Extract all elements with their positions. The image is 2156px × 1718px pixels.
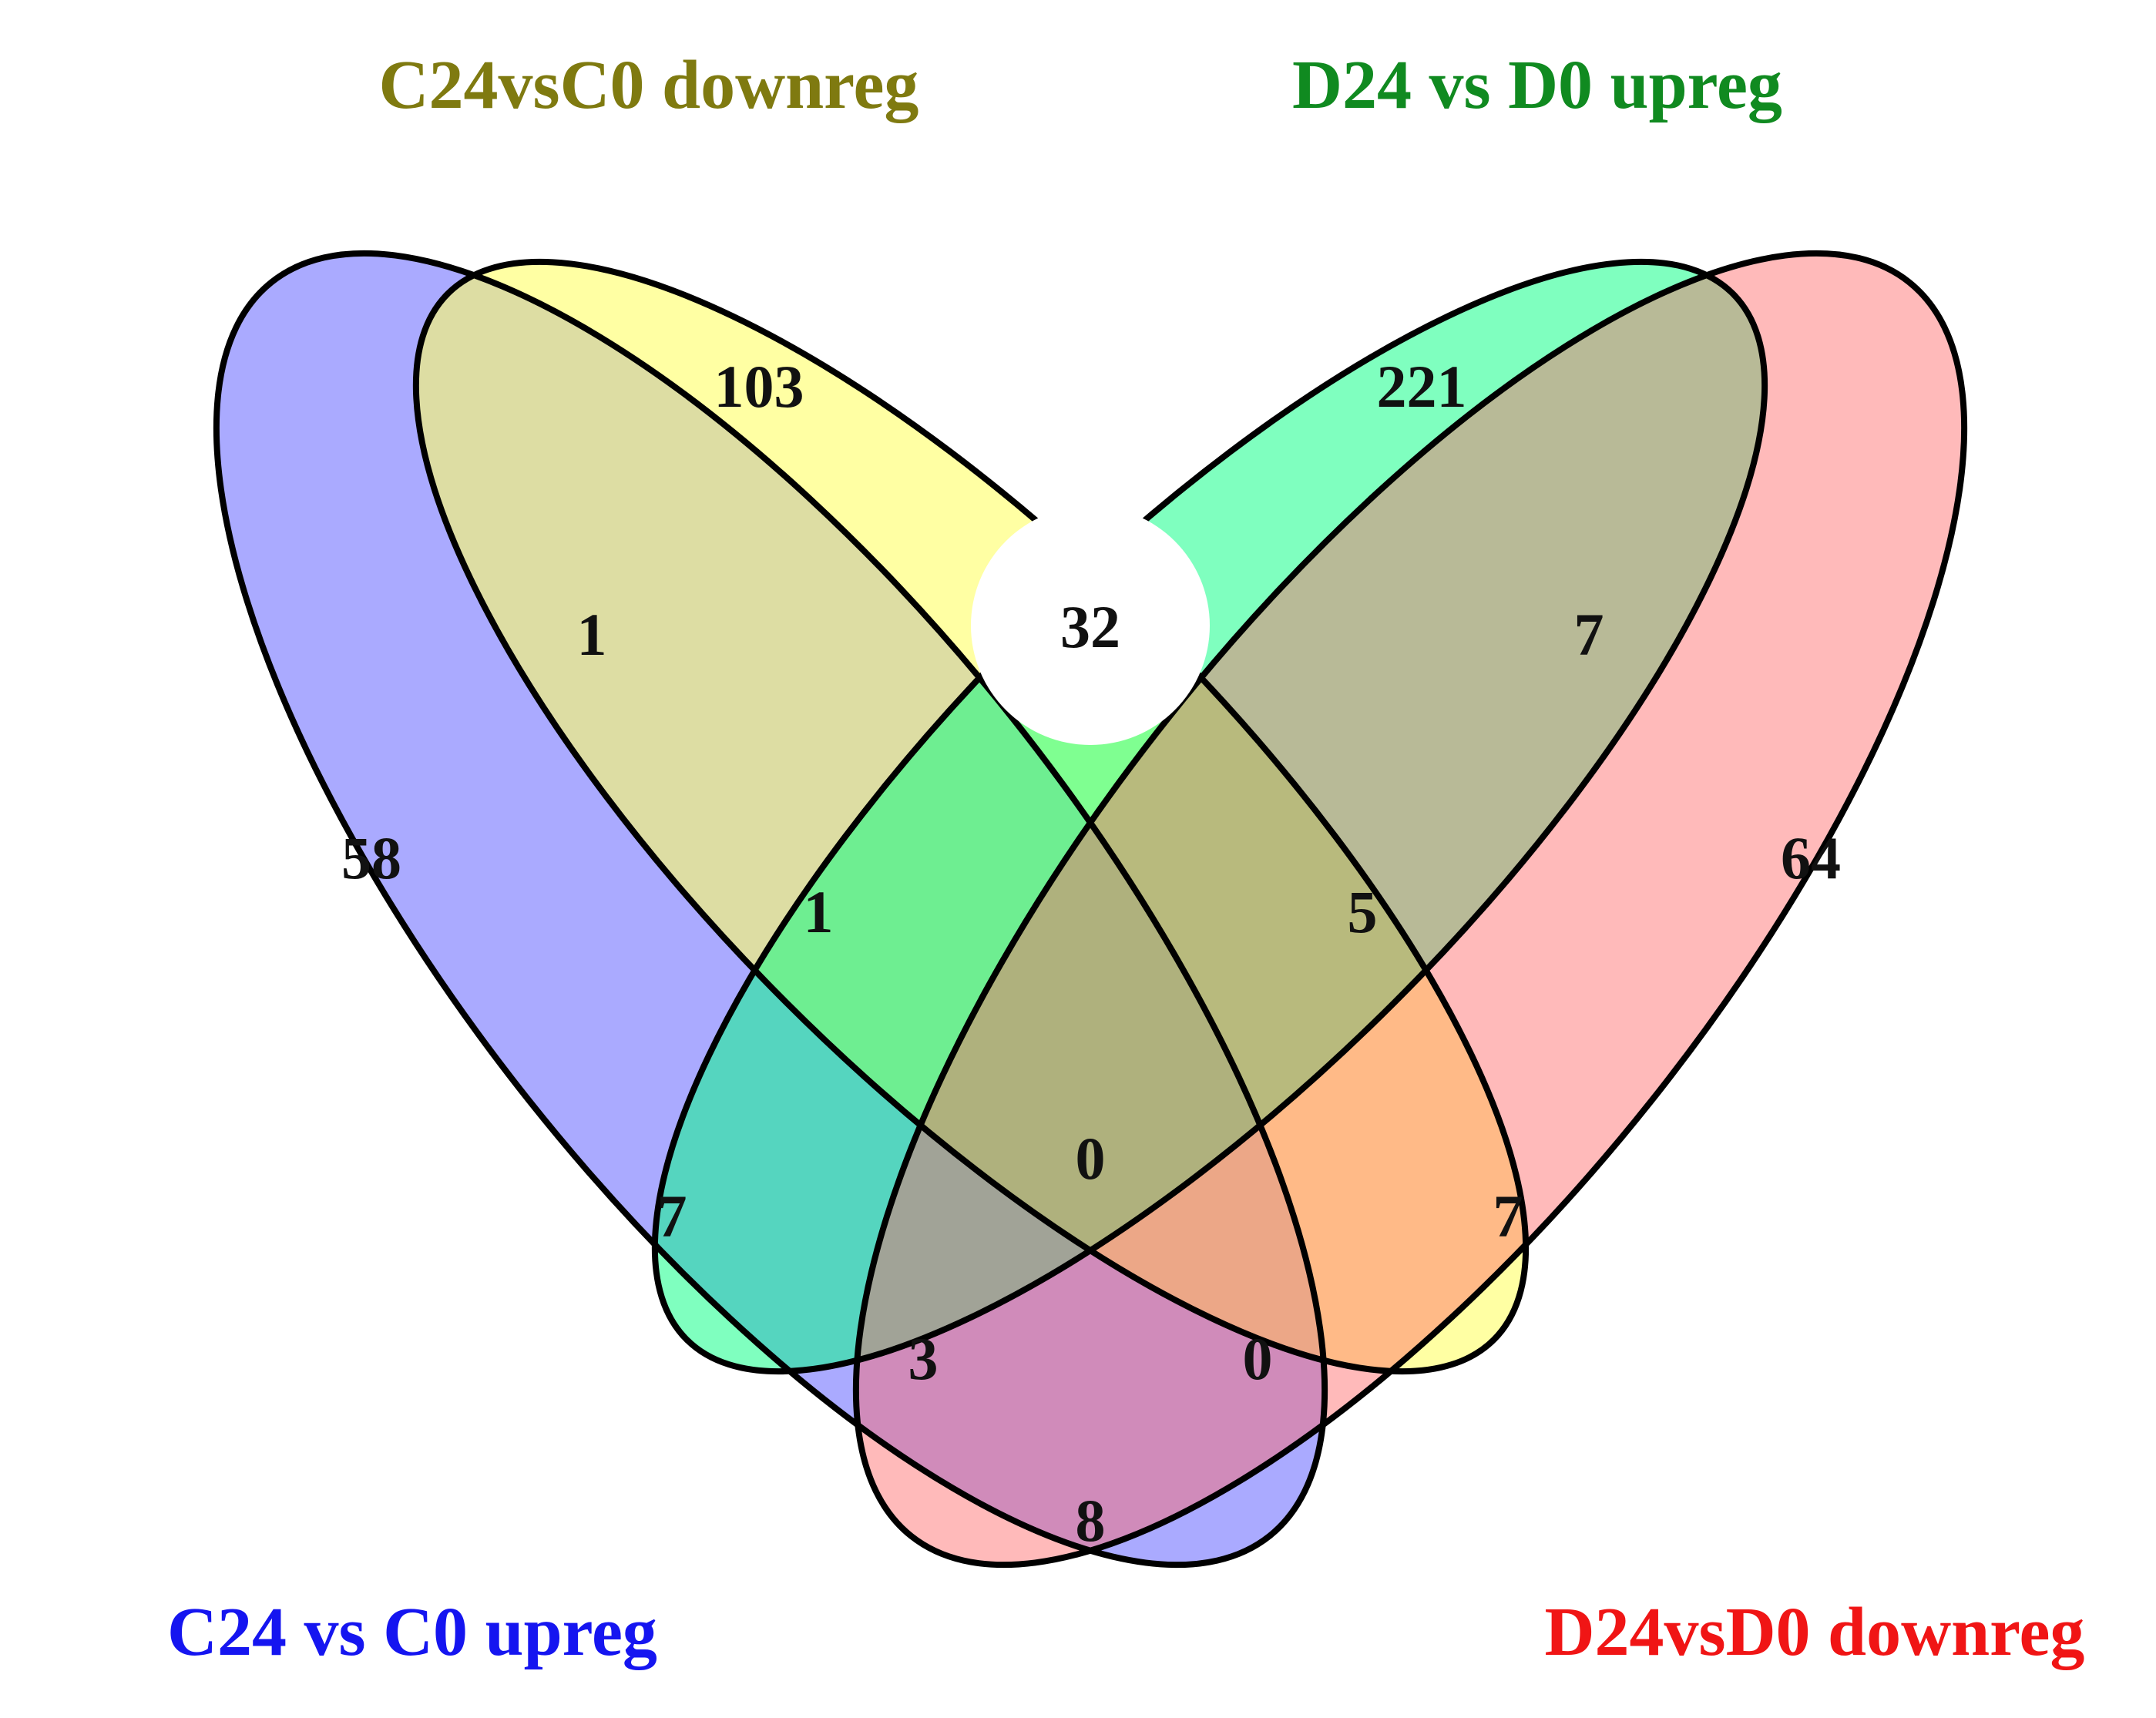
set-ellipses: [213, 250, 1968, 1569]
count-c24up-c24down: 1: [577, 601, 607, 668]
count-only-d24-d0-upreg: 221: [1377, 353, 1467, 420]
label-c24-vs-c0-upreg: C24 vs C0 upreg: [167, 1594, 657, 1670]
region-counts: 58 103 221 64 1 32 7 1 5 7 0 7 3 0 8: [341, 353, 1841, 1554]
count-only-c24-c0-downreg: 103: [714, 353, 804, 420]
count-only-d24-d0-downreg: 64: [1781, 824, 1841, 891]
set-labels: C24vsC0 downreg D24 vs D0 upreg C24 vs C…: [167, 47, 2084, 1670]
count-d24up-d24down: 7: [1574, 601, 1604, 668]
count-c24up-c24down-d24up: 1: [804, 878, 834, 945]
highlight-circle: [971, 506, 1210, 745]
count-c24down-d24up-d24down: 5: [1348, 878, 1378, 945]
ellipse-d24vsd0-downreg: [855, 253, 1965, 1565]
count-all-four: 0: [1076, 1125, 1106, 1192]
count-c24down-d24down: 7: [1493, 1183, 1523, 1250]
count-c24up-c24down-d24down: 0: [1243, 1325, 1273, 1392]
count-c24up-d24down: 8: [1076, 1487, 1106, 1554]
label-d24vsd0-downreg: D24vsD0 downreg: [1545, 1594, 2085, 1670]
label-c24vsc0-downreg: C24vsC0 downreg: [379, 47, 919, 123]
label-d24-vs-d0-upreg: D24 vs D0 upreg: [1292, 47, 1782, 123]
count-only-c24-c0-upreg: 58: [341, 824, 401, 891]
count-c24up-d24up: 7: [657, 1183, 687, 1250]
count-c24up-d24up-d24down: 3: [908, 1325, 939, 1392]
count-c24down-d24up: 32: [1060, 593, 1120, 660]
